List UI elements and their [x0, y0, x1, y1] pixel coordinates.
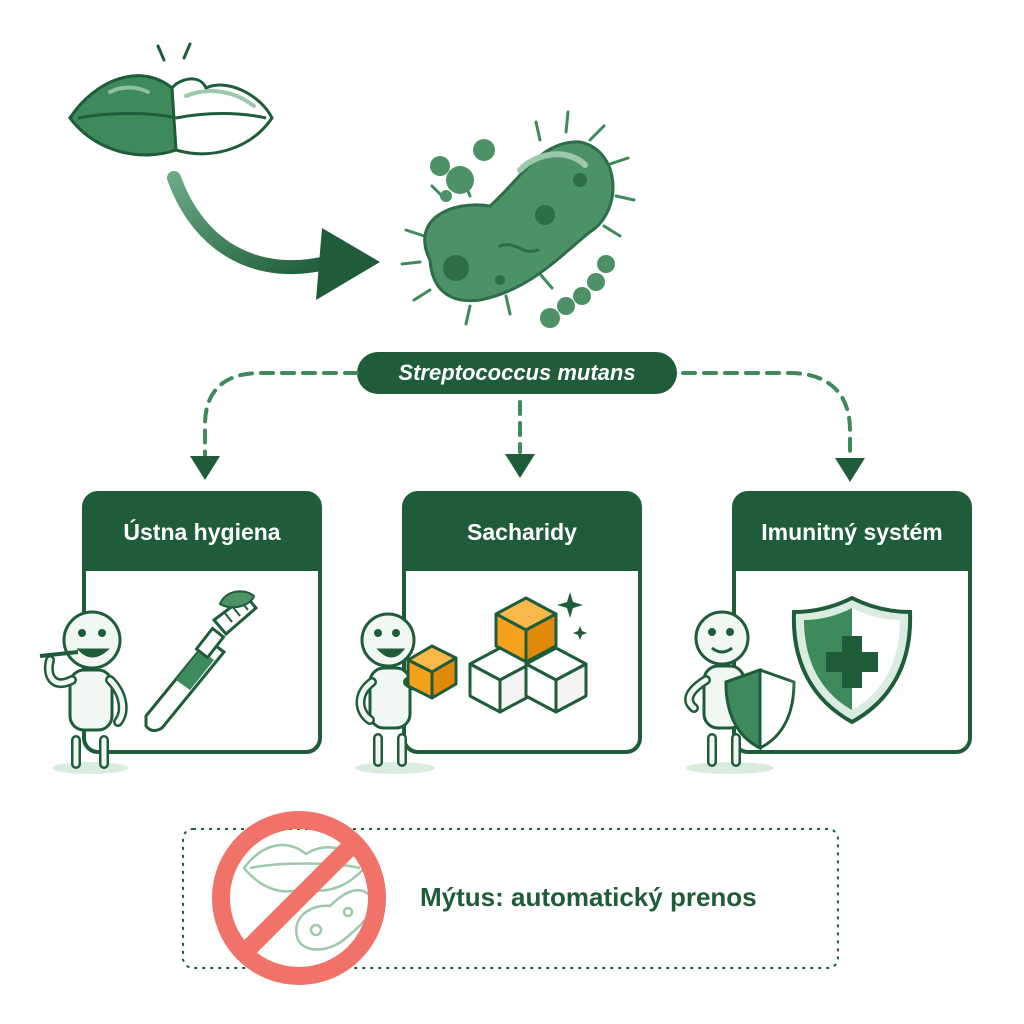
toothbrush-icon	[144, 590, 259, 733]
card-title-immune-system: Imunitný systém	[761, 519, 943, 545]
no-transmission-icon	[212, 811, 386, 985]
card-title-oral-hygiene: Ústna hygiena	[123, 519, 281, 545]
small-shield-icon	[724, 667, 796, 751]
myth-box	[182, 828, 839, 969]
bacterium-label-pill	[357, 352, 677, 394]
transmission-arrow	[167, 171, 380, 300]
shield-icon	[791, 595, 913, 725]
dashed-connectors	[203, 371, 852, 460]
connector-arrowheads	[190, 454, 865, 482]
person-brushing-icon	[39, 610, 128, 774]
lips-icon	[68, 42, 274, 157]
sparkle-icon	[557, 592, 587, 640]
held-sugar-cube-icon	[406, 644, 458, 700]
myth-label: Mýtus: automatický prenos	[420, 881, 757, 912]
bacterium-icon	[400, 110, 636, 328]
person-eating-sugar-icon	[355, 612, 435, 774]
person-with-shield-icon	[684, 610, 774, 774]
card-oral-hygiene	[82, 491, 322, 754]
card-title-carbohydrates: Sacharidy	[467, 519, 577, 545]
sugar-cubes-icon	[468, 596, 588, 714]
bacterium-label: Streptococcus mutans	[398, 360, 636, 385]
